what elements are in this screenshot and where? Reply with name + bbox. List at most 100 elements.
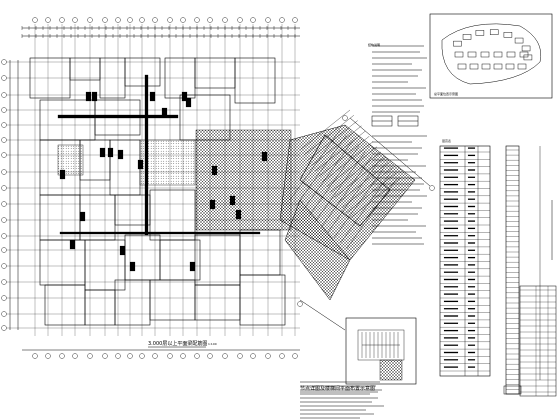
drawing-rect — [44, 284, 86, 326]
drawing-rect — [467, 308, 476, 310]
drawing-rect — [467, 329, 476, 332]
grid-bubble — [180, 353, 186, 359]
drawing-rect — [521, 45, 531, 52]
grid-bubble — [59, 353, 65, 359]
grid-bubble — [1, 311, 7, 317]
drawing-line — [342, 167, 393, 208]
drawing-rect — [109, 139, 141, 196]
grid-bubble — [180, 17, 186, 23]
grid-bubble — [1, 92, 7, 98]
building-elevation-strip — [503, 145, 557, 397]
drawing-rect — [467, 147, 476, 149]
drawing-rect — [379, 359, 403, 381]
grid-bubble — [265, 17, 271, 23]
drawing-rect — [519, 51, 529, 58]
grid-bubble — [1, 263, 7, 269]
drawing-rect — [467, 213, 476, 215]
drawing-rect — [467, 256, 476, 259]
grid-bubble — [45, 17, 51, 23]
drawing-rect — [443, 300, 459, 303]
drawing-rect — [503, 385, 522, 395]
main-plan-caption-group: 3.000层以上平面梁配筋图 1:100 — [148, 340, 217, 348]
drawing-rect — [443, 191, 459, 193]
drawing-rect — [467, 366, 476, 368]
drawing-rect — [189, 261, 196, 272]
drawing-rect — [194, 234, 241, 286]
drawing-rect — [467, 205, 476, 208]
drawing-rect — [443, 176, 459, 178]
drawing-rect — [114, 279, 151, 326]
drawing-rect — [443, 205, 459, 208]
grid-bubble — [1, 185, 7, 191]
drawing-rect — [194, 57, 236, 89]
grid-bubble — [167, 353, 173, 359]
grid-bubble — [115, 17, 121, 23]
grid-bubble — [115, 353, 121, 359]
drawing-line — [315, 151, 366, 222]
grid-bubble — [102, 17, 108, 23]
drawing-rect — [517, 63, 527, 70]
grid-bubble — [59, 17, 65, 23]
drawing-rect — [443, 169, 459, 171]
grid-bubble — [222, 353, 228, 359]
drawing-line — [289, 129, 341, 201]
drawing-rect — [149, 91, 156, 102]
drawing-line — [315, 130, 366, 172]
drawing-rect — [454, 51, 464, 58]
grid-bubble — [1, 169, 7, 175]
grid-bubble — [87, 353, 93, 359]
grid-bubble — [194, 17, 200, 23]
drawing-rect — [467, 300, 476, 303]
drawing-rect — [84, 289, 116, 326]
grid-bubble — [250, 353, 256, 359]
drawing-rect — [453, 40, 462, 47]
drawing-rect — [480, 51, 490, 58]
drawing-rect — [443, 242, 459, 244]
drawing-rect — [79, 211, 86, 222]
site-plan-label: 总平面位置示意图 — [434, 91, 458, 96]
grid-bubble — [342, 115, 348, 121]
grid-bubble — [1, 137, 7, 143]
grid-bubble — [1, 233, 7, 239]
drawing-rect — [161, 107, 168, 118]
drawing-rect — [119, 245, 126, 256]
drawing-rect — [124, 234, 161, 281]
drawing-rect — [59, 231, 261, 235]
detail-caption: 节点详图及楼梯间平面布置示意图 — [300, 385, 375, 392]
drawing-rect — [443, 264, 459, 266]
detail-section: 节点详图及楼梯间平面布置示意图 — [300, 317, 417, 419]
drawing-rect — [467, 162, 476, 164]
drawing-rect — [194, 284, 241, 321]
floor-height-table: 层高表 — [439, 138, 491, 377]
drawing-rect — [467, 351, 476, 354]
hatched-slab-zones — [57, 129, 292, 231]
drawing-rect — [261, 151, 268, 162]
drawing-line — [349, 178, 401, 219]
grid-bubble — [1, 122, 7, 128]
drawing-rect — [159, 239, 201, 281]
grid-bubble — [1, 201, 7, 207]
drawing-rect — [443, 220, 459, 222]
drawing-rect — [443, 308, 459, 310]
drawing-rect — [467, 242, 476, 244]
drawing-rect — [69, 239, 76, 250]
drawing-rect — [443, 198, 459, 200]
drawing-rect — [505, 63, 515, 70]
drawing-rect — [467, 359, 476, 361]
grid-bubble — [72, 353, 78, 359]
drawing-rect — [481, 63, 491, 70]
drawing-line — [326, 146, 378, 187]
drawing-rect — [457, 63, 467, 70]
grid-bubble — [87, 17, 93, 23]
drawing-rect — [137, 159, 144, 170]
drawing-rect — [443, 271, 459, 273]
rotated-wing-plan — [279, 109, 435, 331]
drawing-line — [308, 146, 360, 217]
drawing-rect — [239, 229, 281, 276]
drawing-rect — [467, 198, 476, 200]
grid-bubble — [32, 353, 38, 359]
drawing-rect — [443, 286, 459, 288]
grid-bubble — [72, 17, 78, 23]
drawing-rect — [443, 183, 459, 186]
drawing-rect — [117, 149, 124, 160]
